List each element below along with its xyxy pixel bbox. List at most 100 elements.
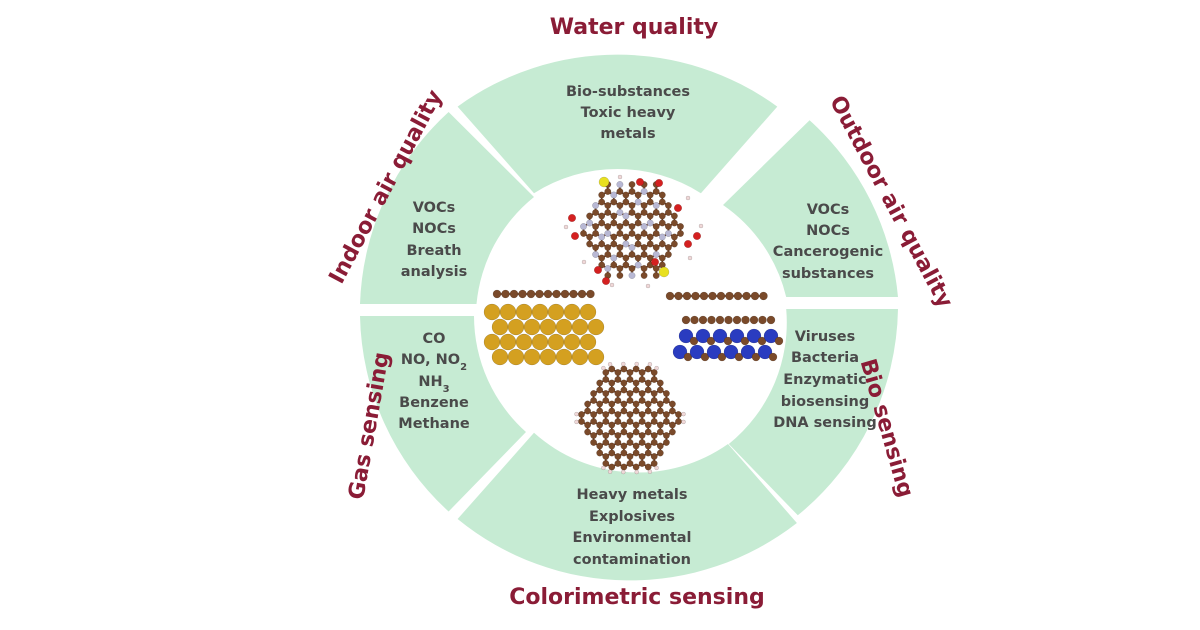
atom <box>622 191 630 199</box>
atom <box>610 191 618 199</box>
sulfur-atom <box>598 176 610 188</box>
nitride-atom <box>746 328 762 344</box>
atom <box>590 432 598 439</box>
carbon-atom <box>674 291 683 301</box>
atom <box>646 254 654 262</box>
atom <box>608 386 616 394</box>
atom <box>620 449 628 457</box>
item-text: metals <box>600 126 655 142</box>
item-text: DNA sensing <box>773 415 877 431</box>
atom <box>596 421 604 429</box>
gold-atom <box>515 303 533 321</box>
atom <box>670 233 678 241</box>
items-water-quality: Bio-substances Toxic heavy metals <box>566 84 690 142</box>
atom <box>620 442 628 450</box>
atom <box>604 202 612 209</box>
atom <box>626 432 634 439</box>
hydrogen-atom <box>607 362 613 367</box>
atom <box>628 272 636 279</box>
atom <box>677 230 684 237</box>
atom <box>658 191 666 199</box>
atom <box>610 240 618 248</box>
segment-bio-sensing <box>728 309 898 516</box>
carbon-atom <box>681 315 691 325</box>
subscript-2: 2 <box>460 362 467 373</box>
item-text: substances <box>782 266 874 282</box>
item-text: CO <box>423 331 446 347</box>
gold-atom <box>555 348 573 366</box>
atom <box>640 209 648 216</box>
atom <box>644 386 652 394</box>
atom <box>662 418 670 425</box>
atom <box>656 379 664 387</box>
atom <box>602 439 610 446</box>
atom <box>638 411 646 418</box>
atom <box>614 376 622 383</box>
atom <box>604 223 612 230</box>
oxygen-atom <box>673 203 683 213</box>
hydrogen-atom <box>621 361 626 367</box>
item-text: Methane <box>398 416 470 432</box>
gold-atom <box>587 348 605 366</box>
atom <box>596 400 604 408</box>
hydrogen-atom <box>601 465 606 471</box>
carbon-atom <box>766 315 776 325</box>
atom <box>616 202 624 209</box>
atom <box>632 421 640 429</box>
atom <box>662 390 670 397</box>
item-text: Explosives <box>589 509 675 525</box>
carbon-atom <box>774 336 784 346</box>
subscript-3: 3 <box>443 384 450 395</box>
carbon-atom <box>683 352 693 362</box>
atom <box>644 379 652 387</box>
carbon-atom <box>526 289 536 299</box>
segment-gas-sensing <box>360 316 526 512</box>
item-text: Enzymatic <box>783 372 867 388</box>
atom <box>644 365 652 373</box>
hydrogen-atom <box>574 411 579 417</box>
atom <box>650 460 658 467</box>
atom <box>608 407 616 415</box>
atom <box>646 219 654 227</box>
carbon-atom <box>698 315 708 325</box>
carbon-atom <box>665 291 675 301</box>
item-text: Heavy metals <box>577 487 688 503</box>
atom <box>638 390 646 397</box>
atom <box>622 212 630 220</box>
atom <box>598 240 606 248</box>
atom <box>602 376 610 383</box>
atom <box>616 244 624 251</box>
oxygen-atom <box>570 231 580 241</box>
nitride-atom <box>672 344 688 360</box>
atom <box>614 432 622 439</box>
gold-atom <box>539 318 557 336</box>
atom <box>634 254 642 262</box>
atom <box>610 198 618 206</box>
atom <box>640 188 648 195</box>
carbon-atom <box>724 315 733 325</box>
atom <box>616 209 624 216</box>
carbon-atom <box>707 315 716 325</box>
atom <box>644 463 652 471</box>
item-text: contamination <box>573 552 691 568</box>
atom <box>650 418 658 425</box>
atom <box>652 244 660 251</box>
atom <box>602 460 610 467</box>
atom <box>662 432 670 439</box>
atom <box>646 240 654 248</box>
atom <box>580 223 587 230</box>
atom <box>644 428 652 436</box>
atom <box>616 251 624 258</box>
atom <box>634 212 642 220</box>
atom <box>608 442 616 450</box>
atom <box>602 453 610 460</box>
nitride-atom <box>695 328 711 344</box>
atom <box>670 212 678 220</box>
atom <box>616 272 624 279</box>
atom <box>656 386 664 394</box>
atom <box>668 407 676 415</box>
atom <box>620 365 628 373</box>
item-text: Breath <box>406 243 461 259</box>
atom <box>650 411 658 418</box>
atom <box>584 428 592 436</box>
